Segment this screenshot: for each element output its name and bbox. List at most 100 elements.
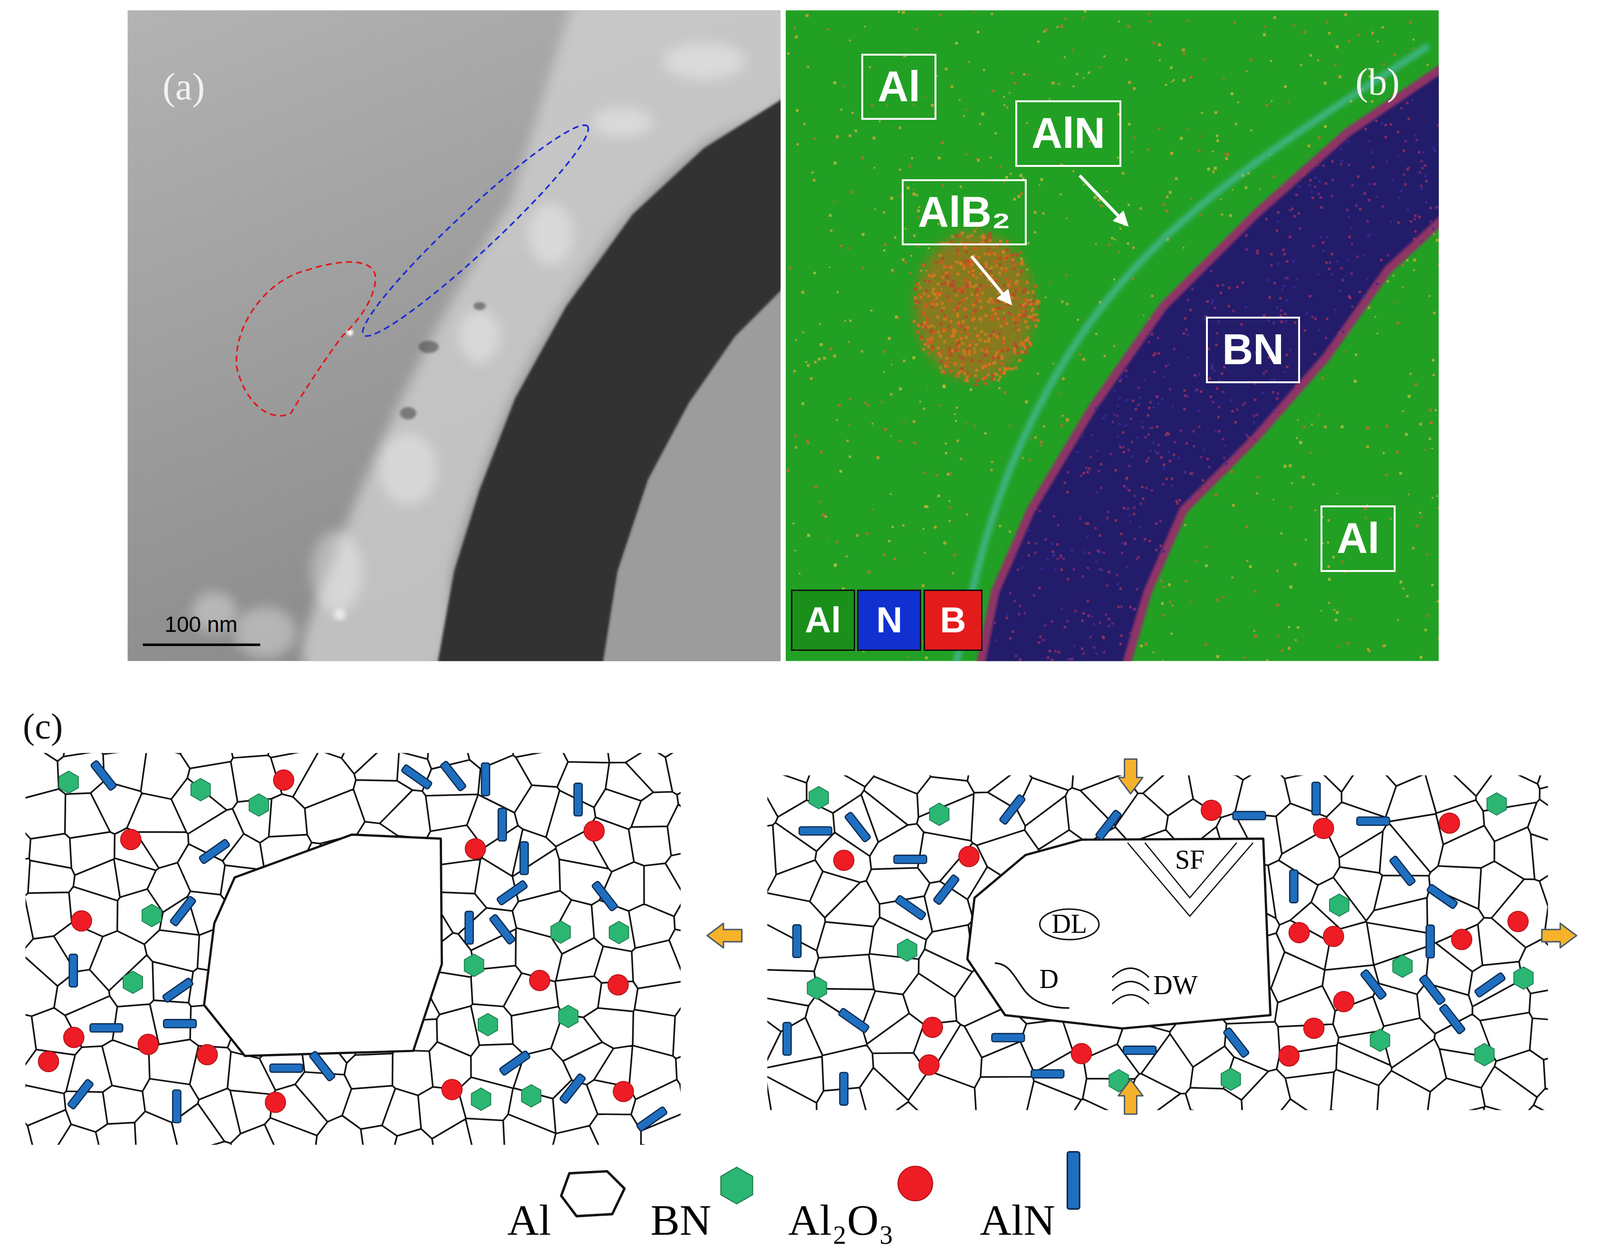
band-signal xyxy=(1162,482,1165,486)
band-signal xyxy=(1317,272,1320,276)
signal-dot xyxy=(833,563,837,567)
signal-dot xyxy=(898,168,902,172)
boron-signal xyxy=(998,375,1002,379)
band-signal xyxy=(1368,198,1371,202)
boron-signal xyxy=(956,321,960,325)
band-signal xyxy=(1084,521,1088,525)
signal-dot xyxy=(793,434,797,438)
boron-signal xyxy=(974,343,978,347)
band-signal xyxy=(1098,533,1101,537)
boron-signal xyxy=(922,291,926,295)
boron-signal xyxy=(947,346,951,350)
boron-signal xyxy=(987,247,991,251)
signal-dot xyxy=(840,108,843,111)
signal-dot xyxy=(1170,80,1173,83)
boron-signal xyxy=(961,356,965,360)
band-signal xyxy=(1156,336,1159,339)
boron-signal xyxy=(932,287,935,290)
band-signal xyxy=(1086,534,1089,538)
band-signal xyxy=(1384,135,1388,139)
boron-signal xyxy=(993,354,997,357)
boron-signal xyxy=(920,322,924,326)
signal-dot xyxy=(809,376,813,380)
band-signal xyxy=(1116,404,1119,407)
band-signal xyxy=(1186,504,1190,508)
boron-signal xyxy=(960,367,964,371)
boron-signal xyxy=(933,292,936,296)
band-signal xyxy=(1141,425,1144,429)
signal-dot xyxy=(1317,59,1320,62)
boron-signal xyxy=(965,375,969,379)
signal-dot xyxy=(1044,296,1047,299)
signal-dot xyxy=(1368,650,1371,653)
boron-signal xyxy=(939,359,943,363)
boron-signal xyxy=(996,317,1000,320)
signal-dot xyxy=(930,104,934,107)
band-signal xyxy=(1099,462,1103,466)
signal-dot xyxy=(1064,17,1067,20)
band-signal xyxy=(1112,389,1116,392)
band-signal xyxy=(1114,469,1117,472)
band-signal xyxy=(1097,469,1100,473)
signal-dot xyxy=(1167,583,1171,586)
boron-signal xyxy=(977,255,981,259)
signal-dot xyxy=(1102,205,1105,208)
band-signal xyxy=(1027,541,1030,544)
boron-signal xyxy=(961,341,964,345)
band-signal xyxy=(1050,620,1053,623)
band-signal xyxy=(1280,308,1283,312)
band-signal xyxy=(1349,296,1352,299)
signal-dot xyxy=(1021,456,1024,459)
band-signal xyxy=(1198,489,1201,492)
band-signal xyxy=(1157,352,1160,355)
band-signal xyxy=(1317,192,1320,195)
signal-dot xyxy=(1438,250,1439,254)
boron-signal xyxy=(968,265,972,269)
boron-signal xyxy=(940,301,944,305)
boron-signal xyxy=(925,318,929,322)
boron-signal xyxy=(1024,314,1028,318)
band-signal xyxy=(1128,514,1131,517)
band-signal xyxy=(1245,433,1248,436)
band-signal xyxy=(1285,353,1289,357)
band-signal xyxy=(1107,624,1110,627)
band-signal xyxy=(1051,550,1054,553)
boron-signal xyxy=(930,345,934,348)
boron-signal xyxy=(968,284,972,288)
signal-dot xyxy=(801,290,805,294)
signal-dot xyxy=(1291,481,1293,484)
signal-dot xyxy=(950,85,954,88)
boron-signal xyxy=(1001,340,1005,344)
signal-dot xyxy=(939,13,942,17)
signal-dot xyxy=(1051,81,1055,85)
signal-dot xyxy=(1114,238,1117,241)
signal-dot xyxy=(1385,424,1389,428)
signal-dot xyxy=(1230,470,1234,474)
signal-dot xyxy=(1169,66,1173,69)
signal-dot xyxy=(1381,26,1384,29)
band-signal xyxy=(1303,329,1306,332)
band-signal xyxy=(1367,235,1370,238)
band-signal xyxy=(1120,634,1123,637)
band-signal xyxy=(1325,235,1328,239)
signal-dot xyxy=(848,134,852,138)
signal-dot xyxy=(1243,656,1246,659)
band-signal xyxy=(1125,375,1128,378)
band-signal xyxy=(1332,145,1336,148)
signal-dot xyxy=(1263,25,1266,28)
band-signal xyxy=(1275,306,1279,309)
band-signal xyxy=(1125,476,1128,479)
signal-dot xyxy=(1127,203,1130,207)
signal-dot xyxy=(938,404,941,406)
signal-dot xyxy=(1310,423,1313,426)
signal-dot xyxy=(1084,10,1087,13)
signal-dot xyxy=(1346,642,1350,645)
signal-dot xyxy=(1249,58,1253,61)
signal-dot xyxy=(1402,410,1405,413)
signal-dot xyxy=(1144,642,1148,646)
boron-signal xyxy=(958,330,962,334)
band-signal xyxy=(1176,501,1179,505)
signal-dot xyxy=(1225,153,1229,156)
band-signal xyxy=(1040,567,1043,570)
signal-dot xyxy=(1195,560,1197,563)
